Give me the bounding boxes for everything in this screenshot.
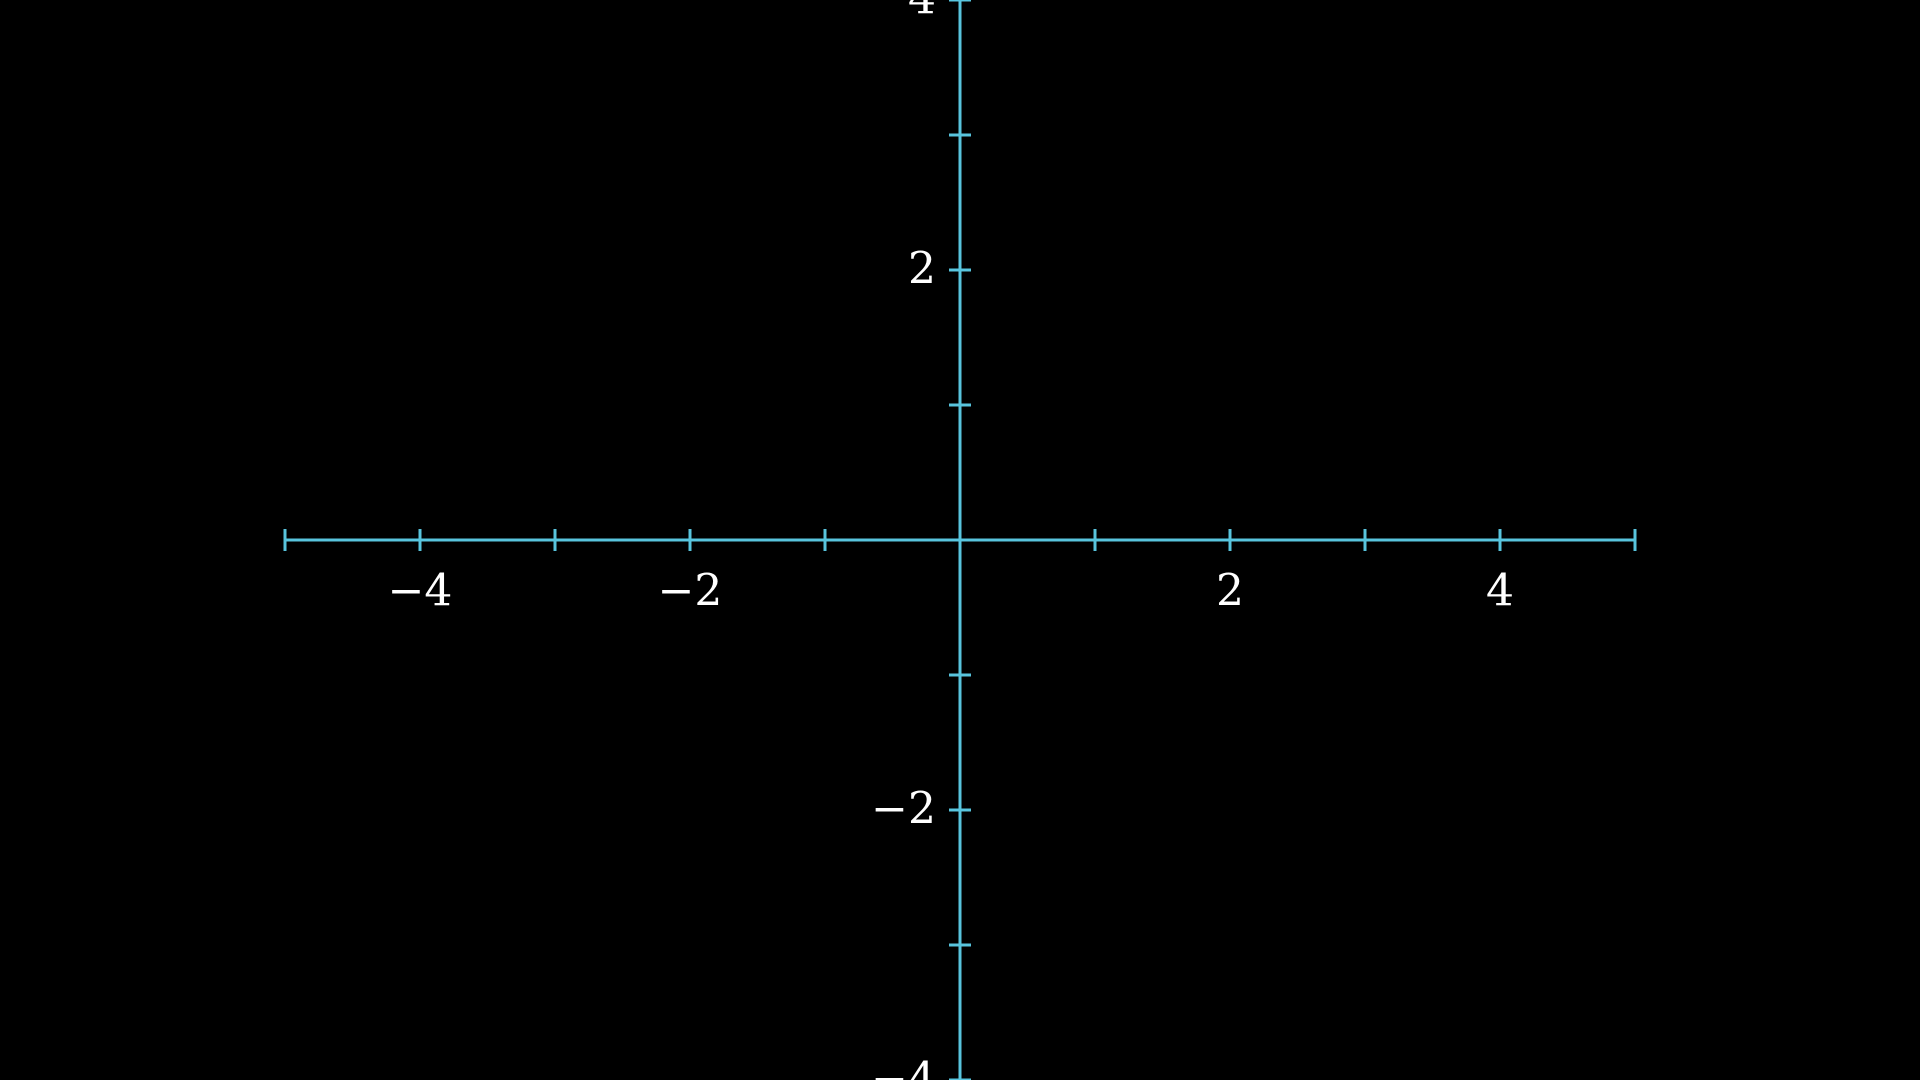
- y-tick-label-4: 4: [908, 0, 936, 25]
- tick-labels: −4 −2 2 4 4 2 −2 −4: [388, 0, 1514, 1080]
- axes: [285, 0, 1635, 1080]
- tick-marks: [283, 0, 1637, 1080]
- x-tick-label-neg4: −4: [388, 566, 453, 617]
- x-tick-label-2: 2: [1216, 566, 1244, 617]
- y-tick-label-neg4: −4: [871, 1054, 936, 1080]
- x-tick-label-neg2: −2: [658, 566, 723, 617]
- y-tick-label-2: 2: [908, 244, 936, 295]
- y-tick-label-neg2: −2: [871, 784, 936, 835]
- x-tick-label-4: 4: [1486, 566, 1514, 617]
